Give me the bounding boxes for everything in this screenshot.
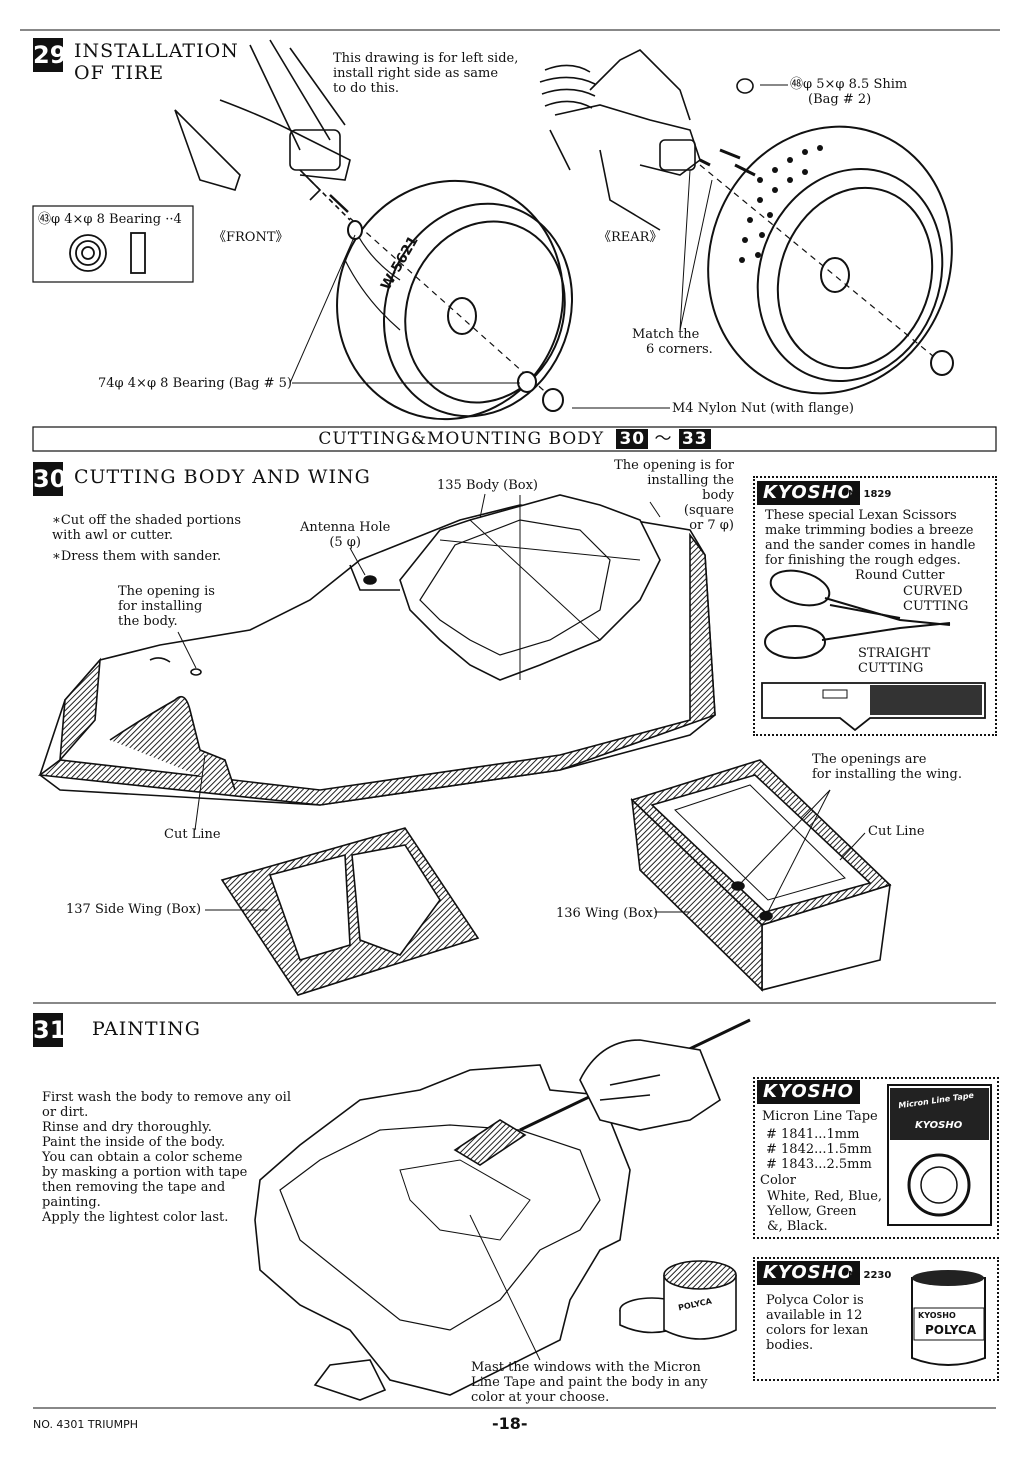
promo-text: These special Lexan Scissors make trimmi… [765,508,976,568]
cut-line-left: Cut Line [164,827,221,842]
scissors-icon [764,569,951,659]
body-label: 135 Body (Box) [437,478,538,493]
antenna-hole-label: Antenna Hole (5 φ) [300,520,391,550]
jar-label: POLYCA [925,1323,977,1337]
tape-package-icon [887,1084,992,1226]
section-banner: CUTTING&MOUNTING BODY 30 〜 33 [33,428,996,451]
tape-title: Micron Line Tape [762,1109,878,1124]
polyca-color-promo [753,1257,999,1381]
wing-label: 136 Wing (Box) [556,906,658,921]
round-cutter-label: Round Cutter [855,568,945,583]
kyosho-logo: KYOSHO [757,1080,860,1104]
tape-sizes: # 1841...1mm # 1842...1.5mm # 1843...2.5… [766,1127,872,1172]
kyosho-logo: KYOSHO [757,1261,860,1285]
painting-instructions: First wash the body to remove any oil or… [42,1090,291,1225]
step-29-title: INSTALLATION OF TIRE [74,40,239,84]
left-side-note: This drawing is for left side, install r… [333,51,519,96]
kyosho-logo: KYOSHO [757,481,860,505]
opening-body-label: The opening is for installing the body. [118,584,215,629]
step-29-number: 29 [33,38,66,72]
footer-model: NO. 4301 TRIUMPH [33,1418,138,1431]
cut-line-right: Cut Line [868,824,925,839]
rear-label: 《REAR》 [598,230,663,245]
curved-cutting-label: CURVED CUTTING [903,584,969,614]
rear-tire-drawing [699,125,954,395]
banner-tilde: 〜 [654,429,673,449]
wing-drawing [630,759,892,992]
micron-tape-promo [753,1077,999,1239]
banner-step-from: 30 [616,429,649,449]
tape-colors: White, Red, Blue, Yellow, Green &, Black… [767,1189,883,1234]
straight-cutting-label: STRAIGHT CUTTING [858,646,931,676]
cutting-instructions: ∗Cut off the shaded portions with awl or… [52,513,242,564]
tape-color-label: Color [760,1173,796,1188]
wing-openings-label: The openings are for installing the wing… [812,752,962,782]
bearing-icon [69,232,146,274]
hand-brush-drawing [453,1018,751,1166]
car-body-drawing [37,494,716,806]
bearing-box-label: ㊸φ 4×φ 8 Bearing ··4 [38,212,182,227]
promo-code: № 1829 [848,489,892,500]
nut-callout: M4 Nylon Nut (with flange) [672,401,854,416]
jar-brand: KYOSHO [918,1311,956,1320]
front-suspension-drawing [174,39,351,221]
step-31-title: PAINTING [92,1018,201,1040]
step-30-number: 30 [33,462,66,496]
polyca-jar-icon [911,1270,986,1366]
match-corners-label: Match the 6 corners. [632,327,713,357]
paint-jar-drawing [619,1260,737,1340]
page-number: -18- [492,1414,528,1433]
shim-label: ㊽φ 5×φ 8.5 Shim (Bag # 2) [790,77,908,107]
tape-package-brand: KYOSHO [915,1120,963,1131]
rear-suspension-drawing [539,49,756,231]
bearing-box [32,205,194,283]
body-inside-drawing [254,1064,631,1401]
side-wing-label: 137 Side Wing (Box) [66,902,202,917]
mask-windows-note: Mast the windows with the Micron Line Ta… [471,1360,708,1405]
front-label: 《FRONT》 [213,230,289,245]
opening-top-label: The opening is for installing the body (… [614,458,734,533]
front-tire-drawing [336,179,574,421]
lexan-scissors-promo [753,476,997,736]
banner-step-to: 33 [678,429,711,449]
paint-code: № 2230 [848,1270,892,1281]
side-wing-drawing [220,827,480,996]
bearing-callout: 74φ 4×φ 8 Bearing (Bag # 5) [98,376,292,391]
sander-icon [761,682,986,732]
step-31-number: 31 [33,1013,66,1047]
paint-text: Polyca Color is available in 12 colors f… [766,1293,869,1353]
step-30-title: CUTTING BODY AND WING [74,466,371,488]
